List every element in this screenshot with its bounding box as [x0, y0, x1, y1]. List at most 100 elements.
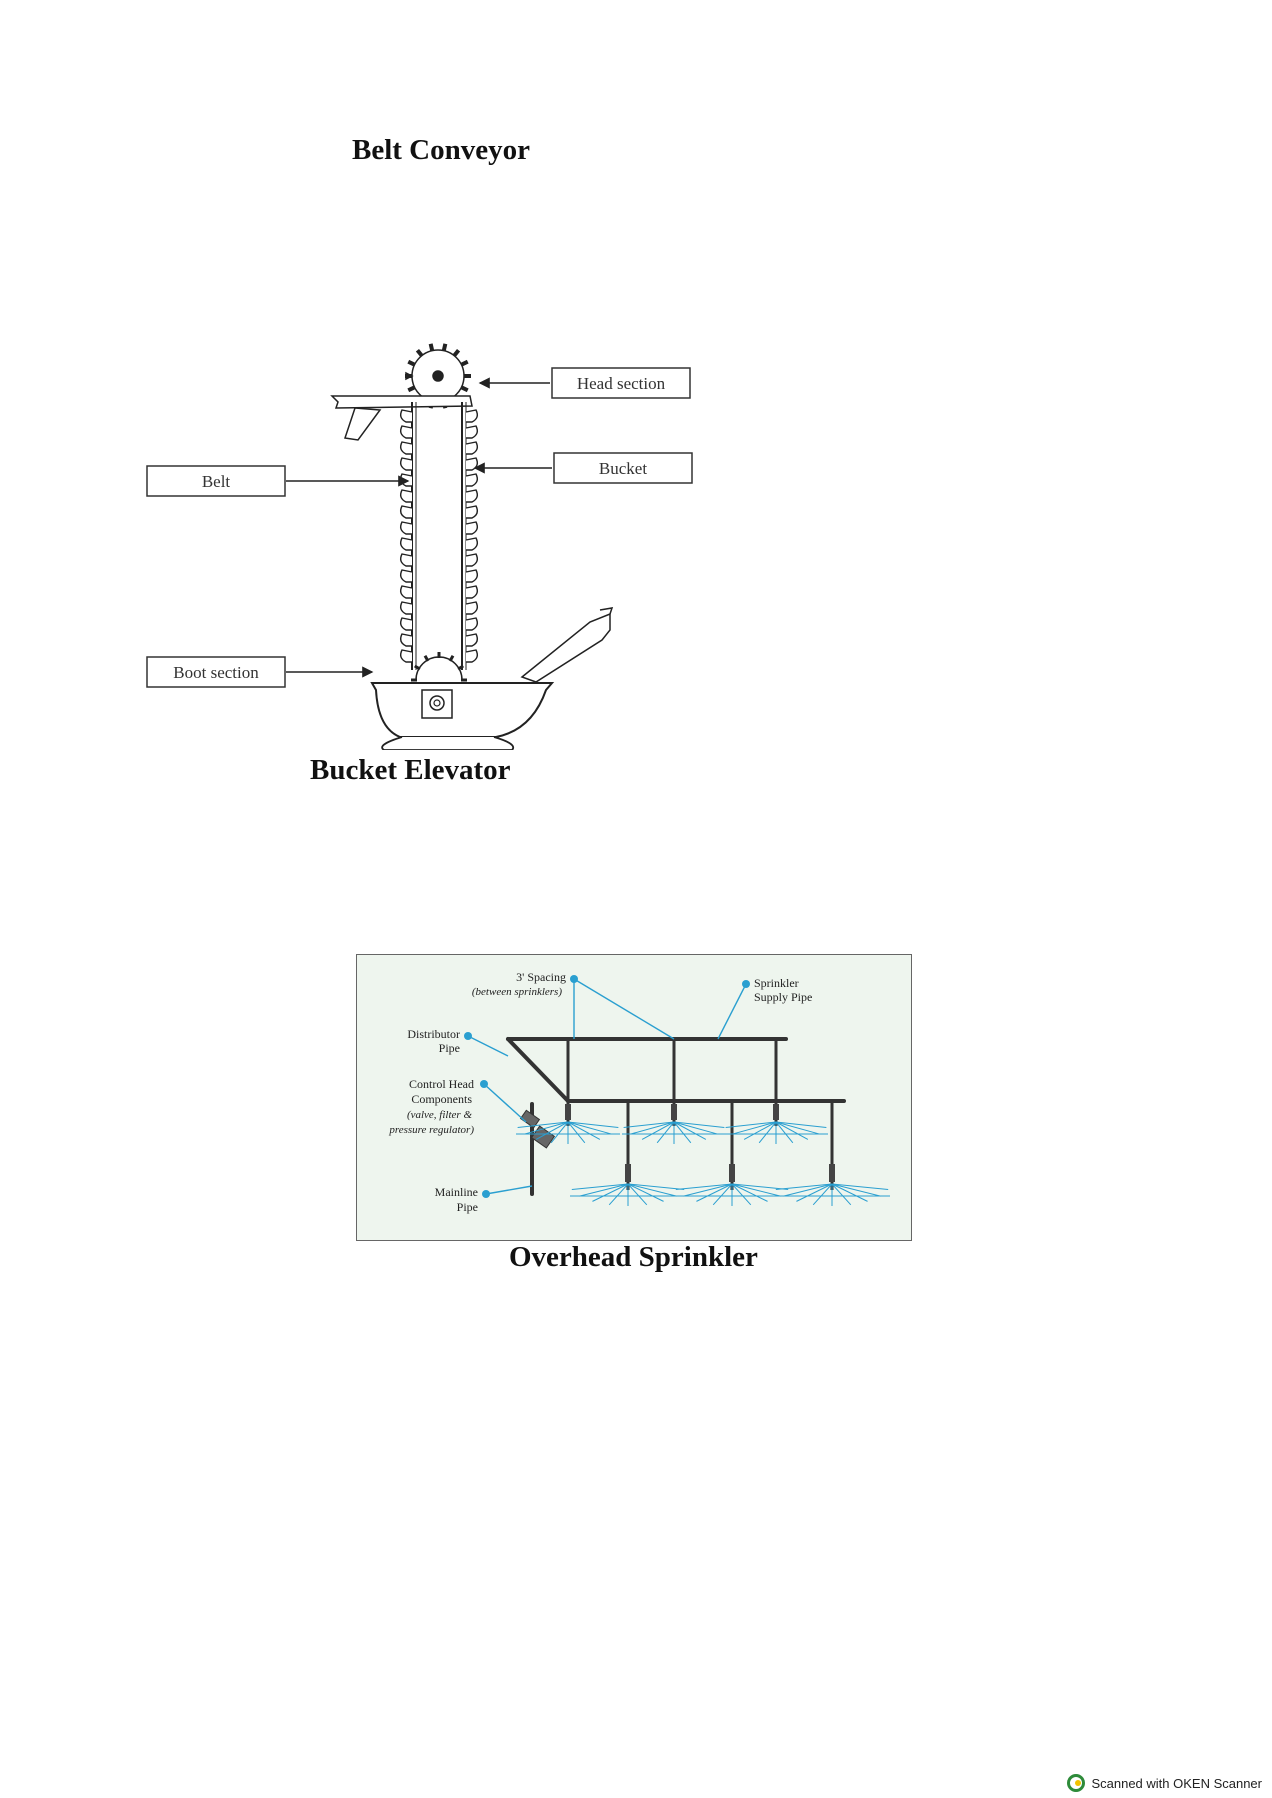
- spray-line: [567, 1121, 619, 1128]
- spray-line: [775, 1121, 794, 1144]
- boot-section-label: Boot section: [173, 663, 259, 682]
- spray-line: [775, 1121, 820, 1135]
- spray-line: [571, 1183, 629, 1190]
- spray-line: [550, 1121, 569, 1144]
- bucket-left: [399, 425, 413, 439]
- bucket-elevator-caption: Bucket Elevator: [310, 754, 511, 786]
- scanner-watermark: Scanned with OKEN Scanner: [1067, 1774, 1262, 1792]
- spray-line: [627, 1183, 677, 1197]
- spray-line: [592, 1183, 629, 1202]
- control-head-label-4: pressure regulator): [388, 1124, 474, 1136]
- gear-tooth: [460, 385, 469, 393]
- spray-line: [775, 1121, 827, 1128]
- bucket-left: [399, 617, 413, 631]
- bucket-elevator-figure: Head section Bucket Belt Boot section: [140, 340, 710, 751]
- bucket-right: [465, 553, 479, 567]
- spray-line: [673, 1121, 718, 1135]
- bucket-right: [465, 409, 479, 423]
- boot-gear-tooth: [414, 664, 421, 671]
- bucket-left: [399, 457, 413, 471]
- mainline-pipe-label-1: Mainline: [435, 1185, 478, 1199]
- spray-line: [831, 1183, 881, 1197]
- supply-pipe-label-2: Supply Pipe: [754, 990, 812, 1004]
- spray-line: [627, 1183, 685, 1190]
- spray-line: [567, 1121, 601, 1140]
- bucket-right: [465, 569, 479, 583]
- boot-housing: [370, 682, 555, 738]
- bucket-right: [465, 633, 479, 647]
- spray-line: [731, 1183, 789, 1190]
- distributor-pipe-label-1: Distributor: [407, 1027, 460, 1041]
- spray-line: [579, 1183, 629, 1197]
- spray-line: [641, 1121, 675, 1140]
- bucket-right: [465, 617, 479, 631]
- boot-gear-tooth: [448, 655, 455, 662]
- bucket-left: [399, 441, 413, 455]
- spray-line: [630, 1121, 675, 1135]
- spacing-label: 3' Spacing: [516, 970, 566, 984]
- spray-line: [731, 1183, 768, 1202]
- spray-line: [517, 1121, 569, 1128]
- bucket-left: [399, 569, 413, 583]
- head-section-label-box: [551, 367, 691, 399]
- control-head-label-1: Control Head: [409, 1077, 474, 1091]
- spray-line: [675, 1183, 733, 1190]
- bucket-right: [465, 649, 479, 663]
- gear-tooth: [452, 348, 461, 357]
- spray-line: [673, 1121, 707, 1140]
- spray-line: [732, 1121, 777, 1135]
- spray-line: [567, 1121, 586, 1144]
- control-head-label-3: (valve, filter &: [407, 1109, 473, 1121]
- spray-line: [696, 1183, 733, 1202]
- spray-line: [758, 1121, 777, 1144]
- boot-section-label-box: [146, 656, 286, 688]
- bucket-left: [399, 473, 413, 487]
- belt-label: Belt: [202, 472, 231, 491]
- bucket-right: [465, 601, 479, 615]
- bucket-right: [465, 521, 479, 535]
- supply-pipe-label-1: Sprinkler: [754, 976, 799, 990]
- spray-line: [831, 1183, 852, 1206]
- spray-line: [567, 1121, 612, 1135]
- spray-line: [673, 1121, 725, 1128]
- spray-line: [812, 1183, 833, 1206]
- gear-tooth: [415, 348, 424, 357]
- head-gear: [405, 349, 465, 403]
- bucket-left: [399, 409, 413, 423]
- spray-line: [627, 1183, 664, 1202]
- spray-line: [683, 1183, 733, 1197]
- overhead-sprinkler-caption: Overhead Sprinkler: [509, 1241, 758, 1273]
- oken-scanner-logo-icon: [1067, 1774, 1086, 1792]
- distributor-pipe-label-2: Pipe: [439, 1041, 460, 1055]
- spray-line: [623, 1121, 675, 1128]
- head-section-label: Head section: [577, 374, 666, 393]
- bucket-left: [399, 489, 413, 503]
- spray-line: [831, 1183, 868, 1202]
- spray-line: [775, 1121, 809, 1140]
- spray-line: [712, 1183, 733, 1206]
- spray-line: [524, 1121, 569, 1135]
- bucket-left: [399, 649, 413, 663]
- spray-line: [627, 1183, 648, 1206]
- gear-tooth: [428, 343, 435, 352]
- spray-line: [535, 1121, 569, 1140]
- spray-line: [725, 1121, 777, 1128]
- scanner-watermark-text: Scanned with OKEN Scanner: [1091, 1775, 1262, 1791]
- spray-line: [775, 1183, 833, 1190]
- bucket-left: [399, 537, 413, 551]
- bucket-right: [465, 473, 479, 487]
- bucket-left: [399, 553, 413, 567]
- bucket-left: [399, 585, 413, 599]
- spray-line: [796, 1183, 833, 1202]
- spray-line: [831, 1183, 889, 1190]
- bucket-right: [465, 537, 479, 551]
- spray-line: [673, 1121, 692, 1144]
- spacing-note-label: (between sprinklers): [472, 986, 562, 998]
- mainline-pipe-label-2: Pipe: [457, 1200, 478, 1214]
- bucket-left: [399, 505, 413, 519]
- bucket-left: [399, 521, 413, 535]
- spray-line: [608, 1183, 629, 1206]
- spray-line: [656, 1121, 675, 1144]
- discharge-chute: [330, 395, 473, 409]
- bucket-label: Bucket: [599, 459, 647, 478]
